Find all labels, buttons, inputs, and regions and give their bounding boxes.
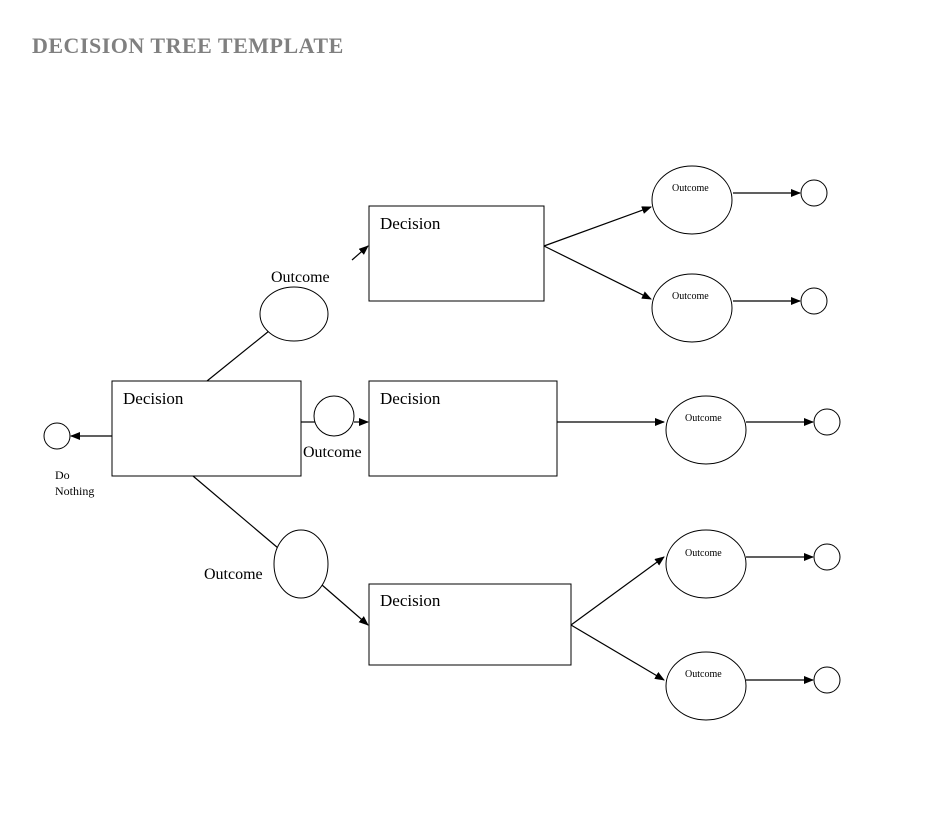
branch-3-sub-outcome-1: [665, 529, 747, 599]
root-decision-box: [111, 380, 302, 477]
branch-1-sub-arrow-1: [543, 206, 652, 247]
branch-3-line: [192, 475, 279, 549]
branch-3-sub-outcome-1-label: Outcome: [685, 548, 722, 559]
end-node: [800, 179, 828, 207]
branch-1-outcome-node: [259, 286, 329, 342]
branch-3-decision-box: [368, 583, 572, 666]
branch-3-arrow: [321, 584, 369, 626]
branch-1-arrow: [351, 245, 369, 261]
end-node: [800, 287, 828, 315]
do-nothing-label-2: Nothing: [55, 484, 94, 498]
branch-3-decision-label: Decision: [380, 591, 441, 610]
end-node: [813, 666, 841, 694]
branch-2-outcome-label: Outcome: [303, 444, 362, 461]
branch-1-line: [206, 330, 270, 382]
branch-3-outcome-label: Outcome: [204, 566, 263, 583]
branch-2-sub-outcome-1-label: Outcome: [685, 413, 722, 424]
branch-1-outcome-label: Outcome: [271, 269, 330, 286]
do-nothing-node: [43, 422, 71, 450]
branch-2-decision-label: Decision: [380, 389, 441, 408]
branch-3-sub-arrow-1: [570, 556, 665, 626]
page-title: DECISION TREE TEMPLATE: [32, 33, 344, 58]
branch-1-sub-outcome-1-label: Outcome: [672, 183, 709, 194]
branch-1-sub-arrow-2: [543, 245, 652, 300]
branch-3-sub-outcome-2-label: Outcome: [685, 669, 722, 680]
branch-2-sub-outcome-1: [665, 395, 747, 465]
branch-2-decision-box: [368, 380, 558, 477]
branch-3-outcome-node: [273, 529, 329, 599]
branch-1-sub-outcome-2-label: Outcome: [672, 291, 709, 302]
branch-1-sub-outcome-1: [651, 165, 733, 235]
branch-3-sub-arrow-2: [570, 624, 665, 681]
branch-1-decision-label: Decision: [380, 214, 441, 233]
branch-3-sub-outcome-2: [665, 651, 747, 721]
branch-1-sub-outcome-2: [651, 273, 733, 343]
branch-1-decision-box: [368, 205, 545, 302]
end-node: [813, 408, 841, 436]
end-node: [813, 543, 841, 571]
root-decision-label: Decision: [123, 389, 184, 408]
branch-2-outcome-node: [313, 395, 355, 437]
do-nothing-label-1: Do: [55, 468, 70, 482]
